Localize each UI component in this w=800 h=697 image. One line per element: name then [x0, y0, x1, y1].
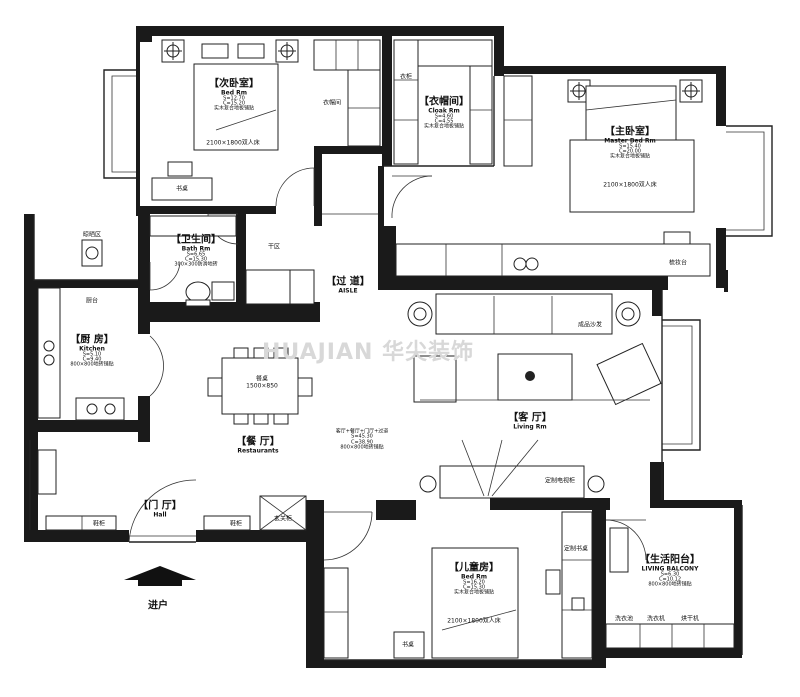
room-name: 【主卧室】: [604, 126, 655, 138]
room-area: S=4.60: [434, 113, 454, 120]
desk-label-children: 书桌: [401, 641, 415, 649]
room-name-en: Hall: [153, 511, 167, 519]
sofa-label: 成品沙发: [577, 321, 603, 329]
room-name-en: Restaurants: [237, 447, 279, 455]
room-perimeter: C=15.30: [463, 584, 485, 591]
room-floor-note: 实木复合地板铺贴: [423, 124, 464, 131]
room-area: S=6.30: [660, 571, 680, 578]
entry-cabinet-label: 玄关柜: [273, 515, 293, 523]
dining-label: 【餐 厅】 Restaurants: [236, 436, 280, 455]
room-area: S=6.65: [186, 251, 206, 258]
bed-size-label: 2100×1800双人床: [206, 139, 260, 147]
room-floor-note: 800×800地砖铺贴: [648, 582, 692, 589]
wardrobe-label: 衣柜: [399, 73, 413, 81]
washer-label: 洗衣机: [646, 615, 666, 623]
room-name: 【客 厅】: [508, 412, 552, 424]
room-name: 【生活阳台】: [640, 554, 700, 566]
room-area: S=12.70: [223, 95, 245, 102]
public-zone-label: 客厅+餐厅+门厅+过道 S=45.30 C=38.90 800×800地砖铺贴: [335, 428, 389, 451]
room-name: 【门 厅】: [138, 500, 182, 512]
room-floor-note: 800×800地砖铺贴: [70, 362, 114, 369]
room-floor-note: 300×300防滑地砖: [174, 262, 218, 269]
room-perimeter: C=38.90: [350, 439, 373, 445]
watermark: HUAJIAN 华尖装饰: [262, 340, 475, 365]
room-name: 【次卧室】: [209, 78, 259, 90]
walls: [24, 26, 742, 668]
room-name: 【厨 房】: [70, 334, 114, 346]
window-desk-label: 定制书桌: [563, 545, 589, 553]
room-perimeter: C=4.55: [434, 118, 454, 125]
shoe-cabinet-label-2: 鞋柜: [229, 520, 243, 528]
tv-cabinet-label: 定制电视柜: [544, 477, 576, 485]
room-perimeter: C=15.20: [223, 100, 245, 107]
second-bedroom-label: 【次卧室】 Bed Rm S=12.70 C=15.20 实木复合地板铺贴: [209, 78, 259, 113]
room-floor-note: 800×800地砖铺贴: [340, 444, 384, 451]
dresser-label: 梳妆台: [668, 259, 688, 267]
living-room-label: 【客 厅】 Living Rm: [508, 412, 552, 431]
cloakroom-label: 【衣帽间】 Cloak Rm S=4.60 C=4.55 实木复合地板铺贴: [419, 96, 469, 131]
laundry-zone-label: 晾晒区: [82, 231, 102, 239]
room-name-en: Bed Rm: [221, 89, 247, 97]
master-bedroom-label: 【主卧室】 Master Bed Rm S=15.40 C=20.00 实木复合…: [604, 126, 656, 161]
children-room-label: 【儿童房】 Bed Rm S=16.20 C=15.30 实木复合地板铺贴: [449, 562, 499, 597]
room-floor-note: 实木复合地板铺贴: [453, 590, 494, 597]
doors: [128, 167, 647, 561]
room-name-en: AISLE: [338, 287, 358, 295]
closet-label: 衣帽间: [322, 99, 342, 107]
kitchen-label: 【厨 房】 Kitchen S=5.10 C=9.40 800×800地砖铺贴: [70, 334, 114, 369]
room-name-en: Cloak Rm: [428, 107, 460, 115]
room-name-en: Kitchen: [79, 345, 105, 353]
room-area: S=16.20: [463, 579, 485, 586]
room-floor-note: 实木复合地板铺贴: [213, 106, 254, 113]
dining-size-label: 1500×850: [246, 382, 278, 390]
entrance-label: 进户: [148, 600, 168, 612]
desk-label: 书桌: [175, 185, 189, 193]
bed-size-label: 2100×1800双人床: [603, 181, 657, 189]
room-area: S=5.10: [82, 351, 102, 358]
room-name: 【卫生间】: [171, 234, 221, 246]
room-name: 【儿童房】: [449, 562, 499, 574]
room-name-en: Living Rm: [513, 423, 547, 431]
room-name-en: LIVING BALCONY: [641, 565, 699, 573]
room-perimeter: C=20.00: [618, 148, 641, 155]
bathroom-label: 【卫生间】 Bath Rm S=6.65 C=15.30 300×300防滑地砖: [171, 234, 221, 269]
aisle-label: 【过 道】 AISLE: [326, 276, 370, 295]
room-name: 【衣帽间】: [419, 96, 469, 108]
living-balcony-label: 【生活阳台】 LIVING BALCONY S=6.30 C=10.12 800…: [640, 554, 700, 589]
room-perimeter: C=15.30: [185, 256, 207, 263]
zone-title: 客厅+餐厅+门厅+过道: [335, 428, 389, 435]
room-name: 【餐 厅】: [236, 436, 280, 448]
stove-label: 厨台: [85, 297, 99, 305]
dry-zone-label: 干区: [267, 243, 281, 251]
room-area: S=45.30: [351, 433, 373, 440]
room-name: 【过 道】: [326, 276, 370, 288]
thin-lines: [29, 69, 773, 661]
room-floor-note: 实木复合地板铺贴: [609, 154, 651, 161]
room-perimeter: C=9.40: [82, 356, 102, 363]
room-name-en: Bath Rm: [181, 245, 211, 253]
shoe-cabinet-label: 鞋柜: [92, 520, 106, 528]
room-perimeter: C=10.12: [659, 576, 681, 583]
bed-size-label: 2100×1800双人床: [447, 617, 501, 625]
room-area: S=15.40: [619, 143, 641, 150]
dryer-label: 烘干机: [680, 615, 700, 623]
room-name-en: Bed Rm: [461, 573, 487, 581]
hall-label: 【门 厅】 Hall: [138, 500, 182, 519]
room-name-en: Master Bed Rm: [604, 137, 656, 145]
sink-label: 洗衣池: [614, 615, 634, 623]
furniture: [37, 39, 735, 659]
dining-table-label: 餐桌: [255, 375, 269, 383]
